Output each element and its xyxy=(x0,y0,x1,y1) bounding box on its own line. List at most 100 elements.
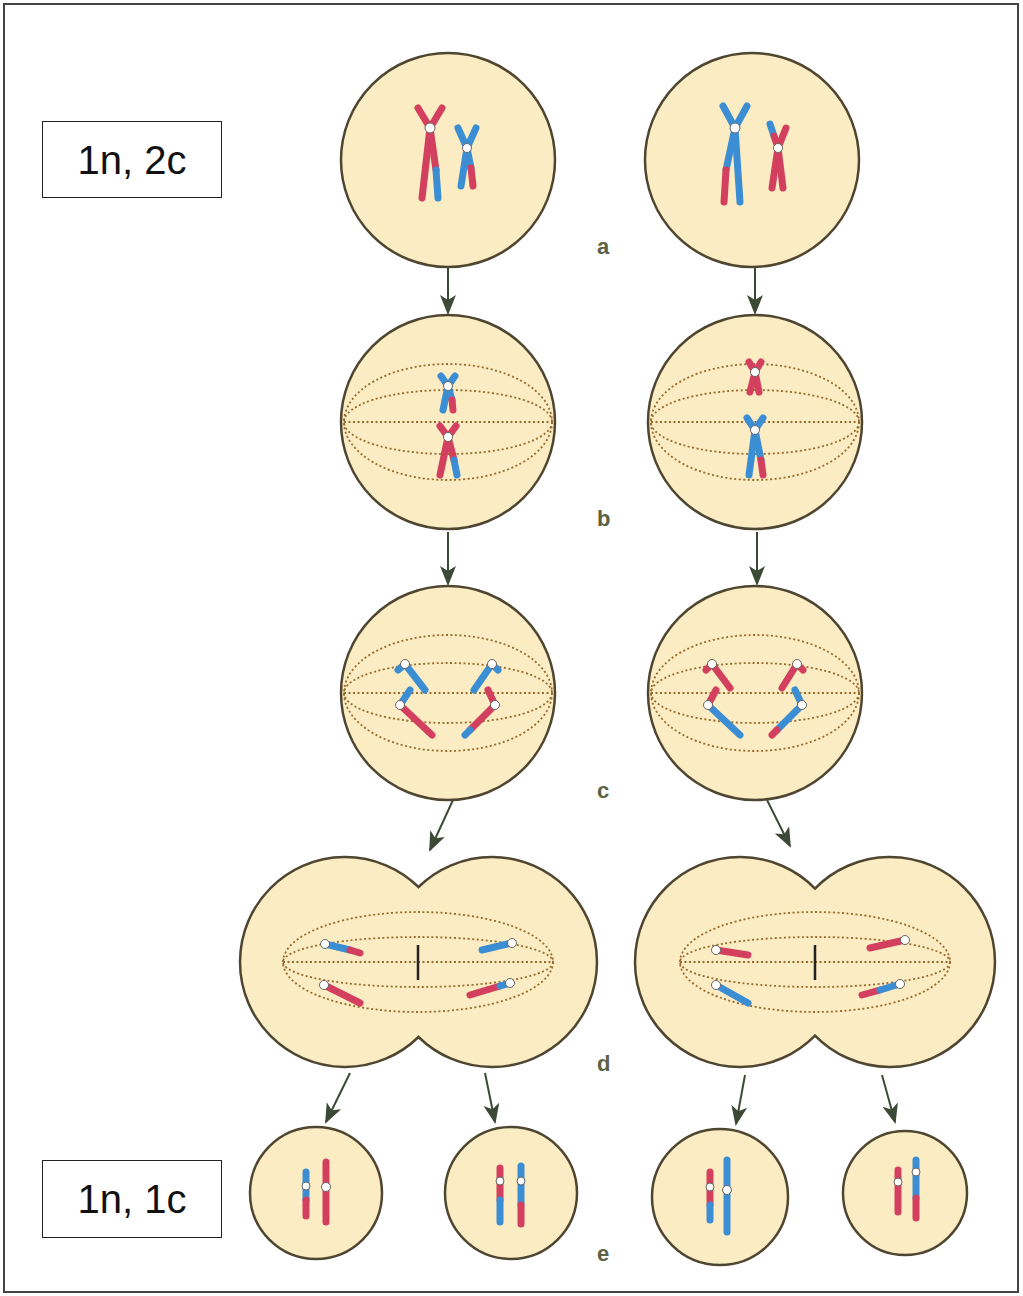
cell-d-part xyxy=(712,946,721,955)
stage-arrow-part xyxy=(767,800,790,846)
cell-b-part xyxy=(751,426,760,435)
stage-arrow-part xyxy=(326,1073,350,1122)
cell-a-part xyxy=(425,123,435,133)
cell-d-part xyxy=(283,937,553,987)
frame xyxy=(4,4,1018,1292)
stage-arrow-part xyxy=(447,532,449,584)
cell-b-part xyxy=(444,433,453,442)
cell-e-part xyxy=(323,1162,330,1222)
cell-c-part xyxy=(341,586,555,800)
cell-e-part xyxy=(913,1160,920,1198)
ploidy-label: 1n, 2c xyxy=(78,138,187,182)
cell-d-part xyxy=(470,986,500,995)
stage-letter: b xyxy=(597,508,610,530)
cell-d-part xyxy=(508,939,517,948)
cell-c-part xyxy=(344,663,552,723)
cell-b-part xyxy=(755,418,763,460)
ploidy-label: 1n, 1c xyxy=(78,1177,187,1221)
cell-c-part xyxy=(396,701,405,710)
cell-c-part xyxy=(344,692,552,694)
stage-arrow-part xyxy=(485,1073,495,1122)
stage-arrow-part xyxy=(736,1075,745,1124)
state-box: 1n, 1c xyxy=(42,1160,222,1238)
cell-d-part xyxy=(417,945,420,980)
cell-a-part xyxy=(645,53,859,267)
cell-c-part xyxy=(491,701,500,710)
cell-c-part xyxy=(651,692,859,694)
cell-e-part xyxy=(895,1170,902,1212)
cell-a-part xyxy=(724,170,726,202)
stage-letter: a xyxy=(597,236,609,258)
cell-e-part xyxy=(707,1172,714,1205)
cell-b-part xyxy=(651,421,859,423)
cell-b-part xyxy=(751,368,760,377)
cell-b-part xyxy=(454,460,457,475)
cell-d-part xyxy=(814,945,817,980)
cell-b-part xyxy=(452,400,453,410)
cell-a-part xyxy=(341,53,555,267)
cell-d-part xyxy=(506,979,515,988)
cell-e-part xyxy=(445,1127,577,1259)
stage-arrow-part xyxy=(430,800,453,850)
cell-d-part xyxy=(680,912,950,1012)
cell-c-part xyxy=(465,730,470,735)
cell-d-part xyxy=(240,857,597,1067)
cell-c-part xyxy=(772,730,777,735)
stage-letter: e xyxy=(597,1243,609,1265)
cell-e-part xyxy=(303,1200,310,1216)
cell-b xyxy=(341,315,862,529)
cell-c-part xyxy=(401,660,410,669)
cell-c-part xyxy=(651,663,859,723)
state-box: 1n, 2c xyxy=(42,121,222,198)
cell-e-part xyxy=(497,1200,504,1222)
cell-c-part xyxy=(470,690,495,730)
cell-e-part xyxy=(302,1182,310,1190)
cell-e-part xyxy=(250,1127,382,1259)
stage-arrow-part xyxy=(447,266,449,313)
cell-c-part xyxy=(793,660,802,669)
cell-e-part xyxy=(843,1131,967,1255)
cell-a xyxy=(341,53,859,267)
cell-e-part xyxy=(913,1198,920,1218)
cell-b-part xyxy=(755,362,761,392)
cell-e-part xyxy=(724,1160,731,1232)
cell-e-part xyxy=(912,1168,920,1176)
cell-a-part xyxy=(730,123,740,133)
cell-b-part xyxy=(444,382,453,391)
cell-b-part xyxy=(344,364,552,480)
cell-e-part xyxy=(518,1166,525,1205)
cell-d-part xyxy=(716,985,748,1003)
stage-letter: d xyxy=(597,1053,610,1075)
cell-d-part xyxy=(635,857,995,1067)
cell-e-part xyxy=(303,1172,310,1200)
cell-a-part xyxy=(430,108,442,170)
stage-arrow-part xyxy=(756,532,758,584)
cell-e-part xyxy=(706,1183,714,1191)
cell-e xyxy=(250,1127,967,1265)
cell-c-part xyxy=(708,705,740,735)
cell-a-part xyxy=(436,170,438,198)
cell-c-part xyxy=(648,586,862,800)
cell-c-part xyxy=(777,690,802,730)
cell-d-part xyxy=(870,940,905,948)
cell-e-part xyxy=(497,1168,504,1200)
cell-a-part xyxy=(774,144,783,153)
cell-d-part xyxy=(324,985,360,1003)
cell-e-part xyxy=(723,1186,732,1195)
cell-a-part xyxy=(463,144,472,153)
cell-b-part xyxy=(344,421,552,423)
cell-d xyxy=(240,857,995,1067)
cell-e-part xyxy=(894,1178,902,1186)
cell-a-part xyxy=(778,128,786,188)
cell-e-part xyxy=(518,1205,525,1224)
cell-e-part xyxy=(517,1177,525,1185)
cell-b-part xyxy=(448,426,456,460)
cell-a-part xyxy=(418,108,430,198)
cell-b-part xyxy=(761,460,763,475)
stage-arrow-part xyxy=(882,1075,895,1122)
cell-d-part xyxy=(901,936,910,945)
stage-letter: c xyxy=(597,780,609,802)
cell-b-part xyxy=(648,315,862,529)
cell-c-part xyxy=(798,701,807,710)
